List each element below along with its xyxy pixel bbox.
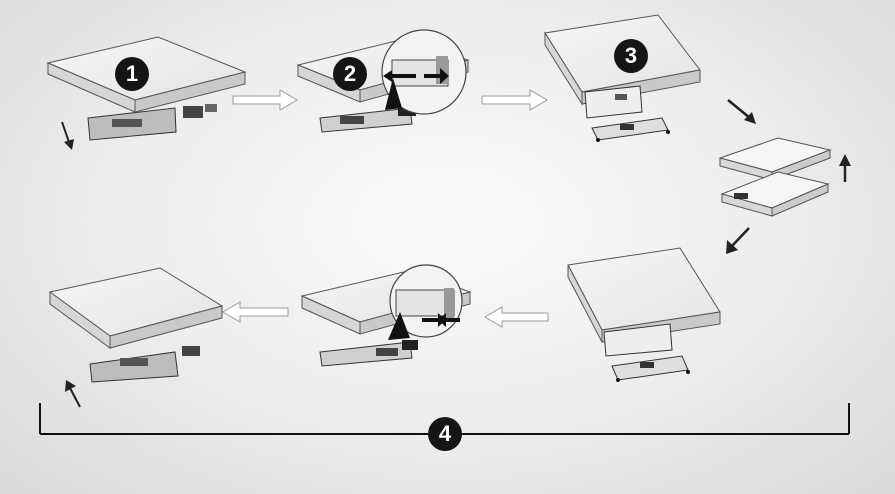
- up-arrow-icon-step7: [65, 380, 80, 407]
- right-arrow-icon: [233, 90, 297, 110]
- step-1-badge: 1: [115, 57, 149, 91]
- down-right-arrow-icon: [728, 100, 756, 124]
- right-arrow-icon: [482, 90, 547, 110]
- ups-unit-step5: [568, 248, 720, 382]
- ups-unit-step1: [48, 37, 245, 140]
- ups-unit-step2: [298, 30, 468, 132]
- step-2-badge: 2: [333, 57, 367, 91]
- down-left-arrow-icon: [726, 228, 749, 254]
- down-arrow-icon-step1: [62, 122, 74, 150]
- step-3-badge: 3: [614, 39, 648, 73]
- ups-unit-step3: [545, 15, 700, 142]
- step-4-badge: 4: [428, 417, 462, 451]
- left-arrow-icon: [223, 302, 288, 322]
- ups-unit-step7: [50, 268, 222, 382]
- up-arrow-icon: [839, 154, 851, 182]
- left-arrow-icon: [485, 307, 548, 327]
- ups-unit-step6: [302, 265, 470, 366]
- battery-pack-pair: [720, 138, 830, 216]
